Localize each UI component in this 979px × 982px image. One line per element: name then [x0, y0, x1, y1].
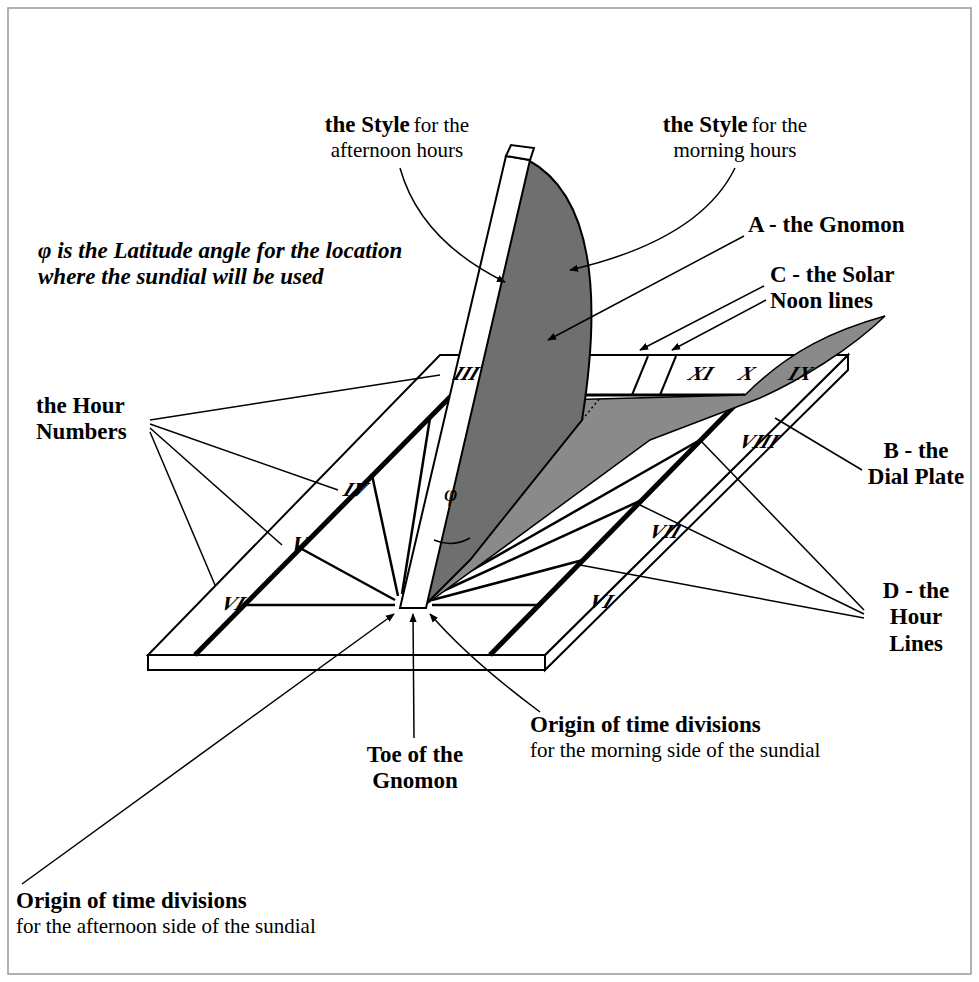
leader-line: [400, 168, 505, 282]
label-group: VII: [650, 520, 710, 543]
label-group: VIII: [740, 430, 810, 453]
callout-label: the Hour Numbers: [36, 393, 166, 446]
hour-number: VIII: [733, 430, 784, 453]
callout-label: the Style: [325, 112, 410, 137]
label-group: A - the Gnomon: [748, 212, 968, 238]
hour-line: [244, 604, 395, 607]
label-group: the Style for the morning hours: [630, 112, 840, 163]
label-group: IX: [790, 362, 835, 385]
callout-label: for the afternoon side of the sundial: [16, 914, 316, 938]
callout-label: φ: [444, 480, 457, 506]
leader-line: [640, 286, 764, 350]
gnomon-style-top: [506, 145, 534, 160]
leader-line: [413, 614, 414, 738]
label-group: B - the Dial Plate: [866, 438, 966, 491]
label-group: the Hour Numbers: [36, 393, 166, 446]
leader-line: [430, 614, 540, 712]
callout-label: Toe of the Gnomon: [350, 742, 480, 795]
callout-label: D - the Hour Lines: [866, 578, 966, 657]
callout-label: for the morning side of the sundial: [530, 738, 830, 762]
hour-line: [372, 475, 398, 596]
figure-border: [8, 8, 971, 974]
callout-label: A - the Gnomon: [748, 212, 968, 238]
leader-line: [700, 440, 864, 610]
label-group: III: [455, 362, 505, 385]
callout-label: Origin of time divisions: [16, 888, 316, 914]
label-group: XI: [690, 362, 740, 385]
leader-line: [775, 418, 862, 470]
label-group: φ: [444, 480, 474, 508]
callout-label: φ is the Latitude angle for the location…: [38, 238, 418, 291]
noon-line: [632, 356, 648, 395]
leader-lines: [22, 168, 864, 884]
label-group: IV: [345, 478, 395, 501]
label-group: Origin of time divisionsfor the afternoo…: [16, 888, 316, 939]
noon-line: [660, 356, 676, 395]
label-group: Origin of time divisionsfor the morning …: [530, 712, 830, 763]
hour-line: [300, 548, 395, 600]
leader-line: [548, 236, 744, 340]
leader-line: [580, 565, 864, 618]
leader-line: [150, 428, 282, 545]
callout-label: B - the Dial Plate: [866, 438, 966, 491]
label-group: VI: [590, 590, 640, 613]
leader-line: [150, 424, 338, 490]
label-group: C - the Solar Noon lines: [770, 262, 945, 315]
angle-arc: [434, 538, 470, 544]
hidden-edge: [582, 398, 600, 420]
leader-line: [22, 614, 394, 884]
label-group: VI: [222, 592, 272, 615]
callout-label: C - the Solar Noon lines: [770, 262, 945, 315]
leader-line: [672, 300, 766, 350]
hour-line: [432, 604, 539, 607]
label-group: the Style for the afternoon hours: [292, 112, 502, 163]
label-group: Toe of the Gnomon: [350, 742, 480, 795]
hour-number: VII: [643, 520, 686, 543]
gnomon-style: [400, 156, 530, 608]
callout-label: the Style: [663, 112, 748, 137]
leader-line: [150, 375, 440, 420]
label-group: X: [740, 362, 780, 385]
label-group: D - the Hour Lines: [866, 578, 966, 657]
callout-label: Origin of time divisions: [530, 712, 830, 738]
leader-line: [150, 432, 215, 585]
label-group: φ is the Latitude angle for the location…: [38, 238, 418, 291]
label-group: V: [292, 532, 342, 555]
